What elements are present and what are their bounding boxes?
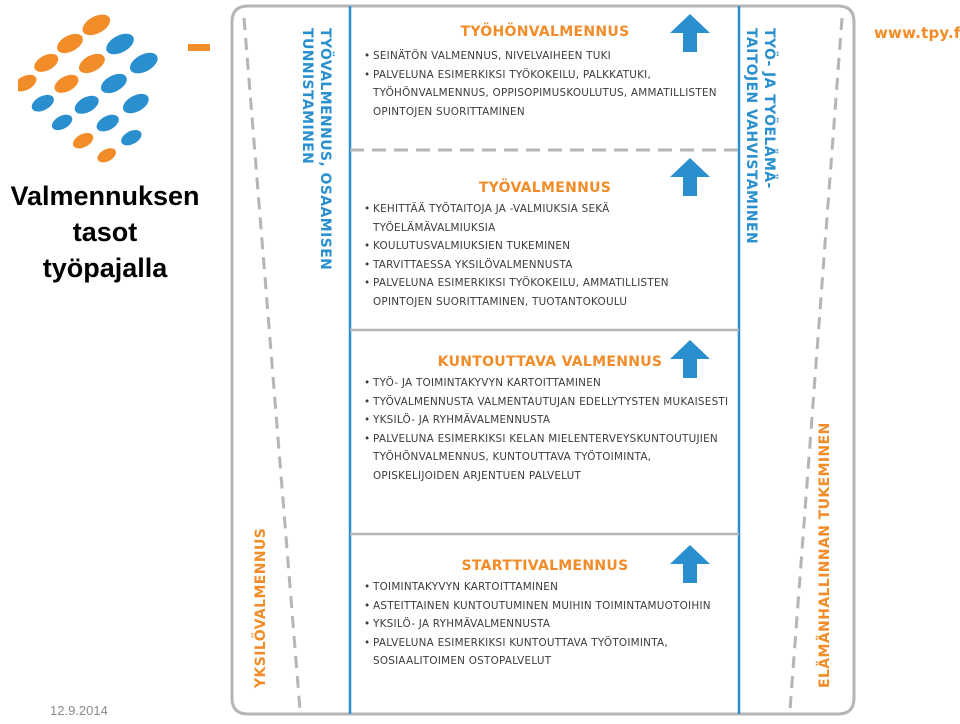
list-item: PALVELUNA ESIMERKIKSI KUNTOUTTAVA TYÖTOI… [364,634,730,671]
list-item: PALVELUNA ESIMERKIKSI KELAN MIELENTERVEY… [364,430,730,486]
list-item: TYÖ- JA TOIMINTAKYVYN KARTOITTAMINEN [364,374,730,393]
list-item: KOULUTUSVALMIUKSIEN TUKEMINEN [364,237,730,256]
tpy-logo-icon [18,14,210,163]
list-item: SEINÄTÖN VALMENNUS, NIVELVAIHEEN TUKI [364,47,730,66]
section-bullets-kuntouttava-valmennus: TYÖ- JA TOIMINTAKYVYN KARTOITTAMINEN TYÖ… [364,374,730,486]
right-funnel-line [788,17,844,711]
side-label-line: TYÖVALMENNUS, OSAAMISEN [317,28,333,271]
side-label-line: TYÖ- JA TYÖELÄMÄ- [761,28,777,189]
list-item: ASTEITTAINEN KUNTOUTUMINEN MUIHIN TOIMIN… [364,597,730,616]
left-funnel-line [242,17,302,711]
side-label-right-top: TYÖ- JA TYÖELÄMÄ- TAITOJEN VAHVISTAMINEN [742,28,778,244]
list-item: YKSILÖ- JA RYHMÄVALMENNUSTA [364,615,730,634]
arrow-up-icon [670,158,710,196]
arrow-up-icon [670,545,710,583]
side-label-left-bottom: YKSILÖVALMENNUS [253,527,269,688]
section-title-tyovalmennus: TYÖVALMENNUS [478,180,612,196]
list-item: KEHITTÄÄ TYÖTAITOJA JA -VALMIUKSIA SEKÄ … [364,200,730,237]
list-item: PALVELUNA ESIMERKIKSI TYÖKOKEILU, AMMATI… [364,274,730,311]
section-bullets-tyohonvalmennus: SEINÄTÖN VALMENNUS, NIVELVAIHEEN TUKI PA… [364,47,730,121]
side-label-left-top: TYÖVALMENNUS, OSAAMISEN TUNNISTAMINEN [298,28,334,270]
section-bullets-starttivalmennus: TOIMINTAKYVYN KARTOITTAMINEN ASTEITTAINE… [364,578,730,671]
list-item: TARVITTAESSA YKSILÖVALMENNUSTA [364,256,730,275]
list-item: TYÖVALMENNUSTA VALMENTAUTUJAN EDELLYTYST… [364,393,730,412]
outer-frame [230,4,856,716]
side-label-line: TUNNISTAMINEN [299,28,315,165]
slide-title-line: tasot [72,217,138,247]
arrow-up-icon [670,14,710,52]
slide-title-line: Valmennuksen [10,181,200,211]
section-title-kuntouttava-valmennus: KUNTOUTTAVA VALMENNUS [437,354,663,370]
section-title-starttivalmennus: STARTTIVALMENNUS [461,558,629,574]
arrow-up-icon [670,340,710,378]
slide-title: Valmennuksen tasot työpajalla [0,178,210,286]
side-label-right-bottom: ELÄMÄNHALLINNAN TUKEMINEN [817,422,833,688]
site-url[interactable]: www.tpy.fi [874,24,960,42]
section-bullets-tyovalmennus: KEHITTÄÄ TYÖTAITOJA JA -VALMIUKSIA SEKÄ … [364,200,730,312]
list-item: PALVELUNA ESIMERKIKSI TYÖKOKEILU, PALKKA… [364,66,730,122]
list-item: YKSILÖ- JA RYHMÄVALMENNUSTA [364,411,730,430]
slide-title-line: työpajalla [42,253,168,283]
side-label-line: TAITOJEN VAHVISTAMINEN [743,28,759,245]
list-item: TOIMINTAKYVYN KARTOITTAMINEN [364,578,730,597]
section-title-tyohonvalmennus: TYÖHÖNVALMENNUS [460,24,630,40]
footer-date: 12.9.2014 [50,703,108,718]
